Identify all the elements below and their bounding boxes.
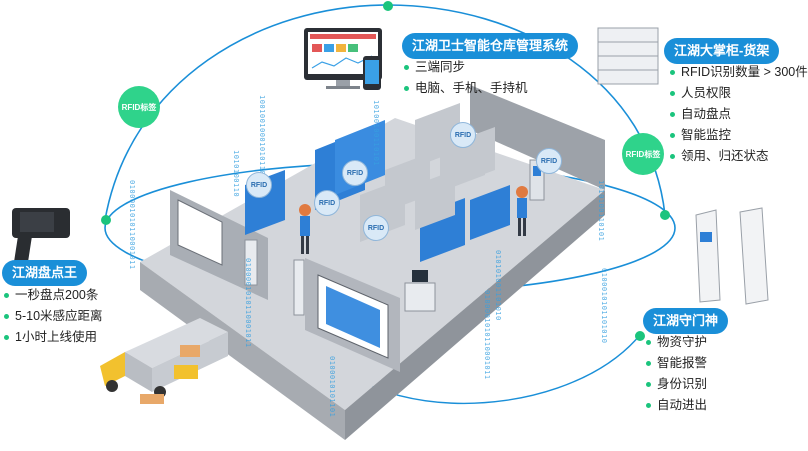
node-right xyxy=(660,210,670,220)
list-item: 电脑、手机、手持机 xyxy=(404,78,528,99)
binary-stream: 1010100110101 xyxy=(597,180,605,242)
rfid-tag-badge: RFID标签 xyxy=(622,133,664,175)
list-item: 1小时上线使用 xyxy=(4,327,103,348)
binary-stream: 0100001010110001011 xyxy=(244,258,252,348)
list-item: 自动进出 xyxy=(646,395,707,416)
desk-terminal xyxy=(404,282,436,312)
node-left xyxy=(101,215,111,225)
system-features: 三端同步 电脑、手机、手持机 xyxy=(404,57,528,99)
back-wall xyxy=(470,85,605,190)
front-screen-display xyxy=(326,286,380,348)
gate-features: 物资守护 智能报警 身份识别 自动进出 xyxy=(646,332,707,416)
security-gate xyxy=(695,207,769,305)
gate-title: 江湖守门神 xyxy=(643,308,729,334)
floor-front-right xyxy=(345,190,605,440)
node-top xyxy=(383,1,393,11)
rfid-pin: RFID xyxy=(342,160,368,186)
handheld-device xyxy=(12,208,70,262)
list-item: 一秒盘点200条 xyxy=(4,285,103,306)
binary-stream: 0100001010110001011 xyxy=(483,290,491,380)
rfid-pin: RFID xyxy=(314,190,340,216)
gate-post-left xyxy=(244,239,258,286)
list-item: 智能报警 xyxy=(646,353,707,374)
list-item: 身份识别 xyxy=(646,374,707,395)
workers xyxy=(299,186,528,254)
left-screen xyxy=(177,199,223,266)
handheld-features: 一秒盘点200条 5-10米感应距离 1小时上线使用 xyxy=(4,285,103,348)
binary-stream: 010101001101010 xyxy=(494,250,502,321)
list-item: 三端同步 xyxy=(404,57,528,78)
system-title: 江湖卫士智能仓库管理系统 xyxy=(402,33,579,59)
binary-stream: 100100100010101101 xyxy=(258,95,266,180)
rfid-pin: RFID xyxy=(450,122,476,148)
list-item: RFID识别数量 > 300件 xyxy=(670,62,808,83)
rfid-pin: RFID xyxy=(363,215,389,241)
rfid-pin: RFID xyxy=(246,172,272,198)
delivery-truck xyxy=(100,318,228,404)
cabinet-title: 江湖大掌柜-货架 xyxy=(664,38,780,64)
list-item: 人员权限 xyxy=(670,83,808,104)
handheld-title: 江湖盘点王 xyxy=(2,260,88,286)
cabinet-features: RFID识别数量 > 300件 人员权限 自动盘点 智能监控 领用、归还状态 xyxy=(670,62,808,167)
list-item: 领用、归还状态 xyxy=(670,146,808,167)
cabinet-shelf xyxy=(597,27,659,85)
binary-stream: 0100010101101 xyxy=(328,356,336,418)
rfid-pin: RFID xyxy=(536,148,562,174)
binary-stream: 0100001010110001011 xyxy=(128,180,136,270)
rfid-tag-badge: RFID标签 xyxy=(118,86,160,128)
binary-stream: 10100100110101 xyxy=(372,100,380,167)
list-item: 智能监控 xyxy=(670,125,808,146)
gate-post-mid xyxy=(293,259,305,316)
floor-front-left xyxy=(140,262,345,440)
list-item: 5-10米感应距离 xyxy=(4,306,103,327)
floor-top xyxy=(140,118,605,410)
list-item: 物资守护 xyxy=(646,332,707,353)
binary-stream: 1010100110 xyxy=(232,150,240,198)
binary-stream: 0100010101101010 xyxy=(600,268,608,344)
list-item: 自动盘点 xyxy=(670,104,808,125)
node-gate xyxy=(635,331,645,341)
